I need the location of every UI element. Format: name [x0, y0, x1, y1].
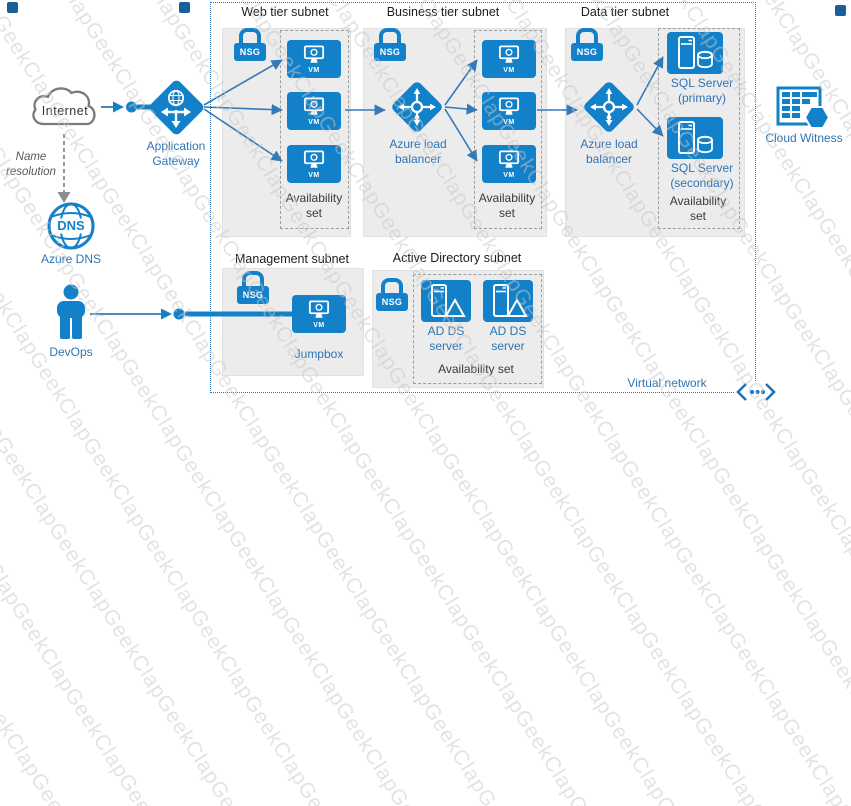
ad-ds-server-2-label: AD DS server: [489, 324, 527, 353]
cloud-witness-label: Cloud Witness: [765, 131, 843, 145]
nsg-web: NSG: [234, 28, 266, 61]
devops-label: DevOps: [49, 345, 93, 359]
load-balancer-icon: [398, 88, 436, 126]
jumpbox-label: Jumpbox: [294, 347, 344, 361]
ad-availability-set-box: [413, 274, 542, 384]
ad-ds-icon: [431, 284, 466, 317]
devops-user: [52, 284, 90, 342]
vm-icon: [308, 299, 330, 318]
management-subnet-title: Management subnet: [235, 252, 349, 266]
cloud-witness-icon: [776, 86, 831, 129]
application-gateway-icon: [161, 89, 191, 128]
lock-icon: [239, 28, 261, 45]
web-subnet-title: Web tier subnet: [241, 5, 329, 19]
business-vm-1: VM: [482, 40, 536, 78]
nsg-management: NSG: [237, 271, 269, 304]
business-subnet-title: Business tier subnet: [386, 5, 500, 19]
data-subnet-title: Data tier subnet: [580, 5, 670, 19]
ad-ds-server-1-tile: [421, 280, 471, 322]
virtual-network-label: Virtual network: [627, 376, 707, 390]
lock-icon: [381, 278, 403, 295]
dns-globe-icon: [47, 202, 95, 250]
application-gateway: [147, 78, 205, 136]
ad-availability-label: Availability set: [438, 362, 514, 376]
vm-icon: [303, 44, 325, 63]
web-vm-3: VM: [287, 145, 341, 183]
virtual-network-icon: [736, 382, 776, 401]
virtual-network-corner: [735, 381, 777, 402]
business-vm-2: VM: [482, 92, 536, 130]
business-availability-label: Availability set: [478, 191, 536, 221]
data-lb-label: Azure load balancer: [580, 137, 638, 166]
web-availability-set-box: [280, 30, 349, 229]
internet-cloud: Internet: [26, 80, 104, 134]
load-balancer-icon: [590, 88, 628, 126]
ad-ds-server-1-label: AD DS server: [427, 324, 465, 353]
nsg-ad: NSG: [376, 278, 408, 311]
business-vm-3: VM: [482, 145, 536, 183]
azure-dns-label: Azure DNS: [40, 252, 102, 266]
connector-lines: [57, 56, 664, 320]
web-availability-label: Availability set: [285, 191, 343, 221]
name-resolution-label: Name resolution: [6, 151, 56, 178]
ad-subnet-title: Active Directory subnet: [392, 251, 522, 265]
vm-icon: [303, 96, 325, 115]
person-icon: [57, 284, 85, 339]
virtual-network-border: [210, 2, 756, 393]
vm-icon: [498, 149, 520, 168]
lock-icon: [242, 271, 264, 288]
business-availability-set-box: [474, 30, 542, 229]
data-availability-label: Availability set: [669, 194, 727, 224]
sql-server-secondary-tile: [667, 117, 723, 159]
vm-icon: [498, 96, 520, 115]
application-gateway-label: Application Gateway: [146, 139, 206, 168]
sql-secondary-label: SQL Server (secondary): [670, 161, 734, 190]
ad-ds-icon: [493, 284, 528, 317]
sql-server-icon: [678, 121, 713, 154]
nsg-data: NSG: [571, 28, 603, 61]
data-load-balancer: [582, 80, 636, 134]
nsg-business: NSG: [374, 28, 406, 61]
sql-primary-label: SQL Server (primary): [670, 76, 734, 105]
web-vm-1: VM: [287, 40, 341, 78]
cloud-icon: [32, 87, 96, 126]
ad-ds-server-2-tile: [483, 280, 533, 322]
jumpbox-vm: VM: [292, 295, 346, 333]
lock-icon: [576, 28, 598, 45]
azure-dns: DNS: [46, 201, 96, 251]
vm-icon: [498, 44, 520, 63]
sql-server-icon: [678, 36, 713, 69]
cloud-witness: [776, 86, 832, 134]
web-vm-2: VM: [287, 92, 341, 130]
internet-label: Internet: [41, 104, 89, 118]
lock-icon: [379, 28, 401, 45]
vm-icon: [303, 149, 325, 168]
sql-server-primary-tile: [667, 32, 723, 74]
dns-icon-text: DNS: [57, 218, 85, 233]
business-load-balancer: [390, 80, 444, 134]
business-lb-label: Azure load balancer: [389, 137, 447, 166]
